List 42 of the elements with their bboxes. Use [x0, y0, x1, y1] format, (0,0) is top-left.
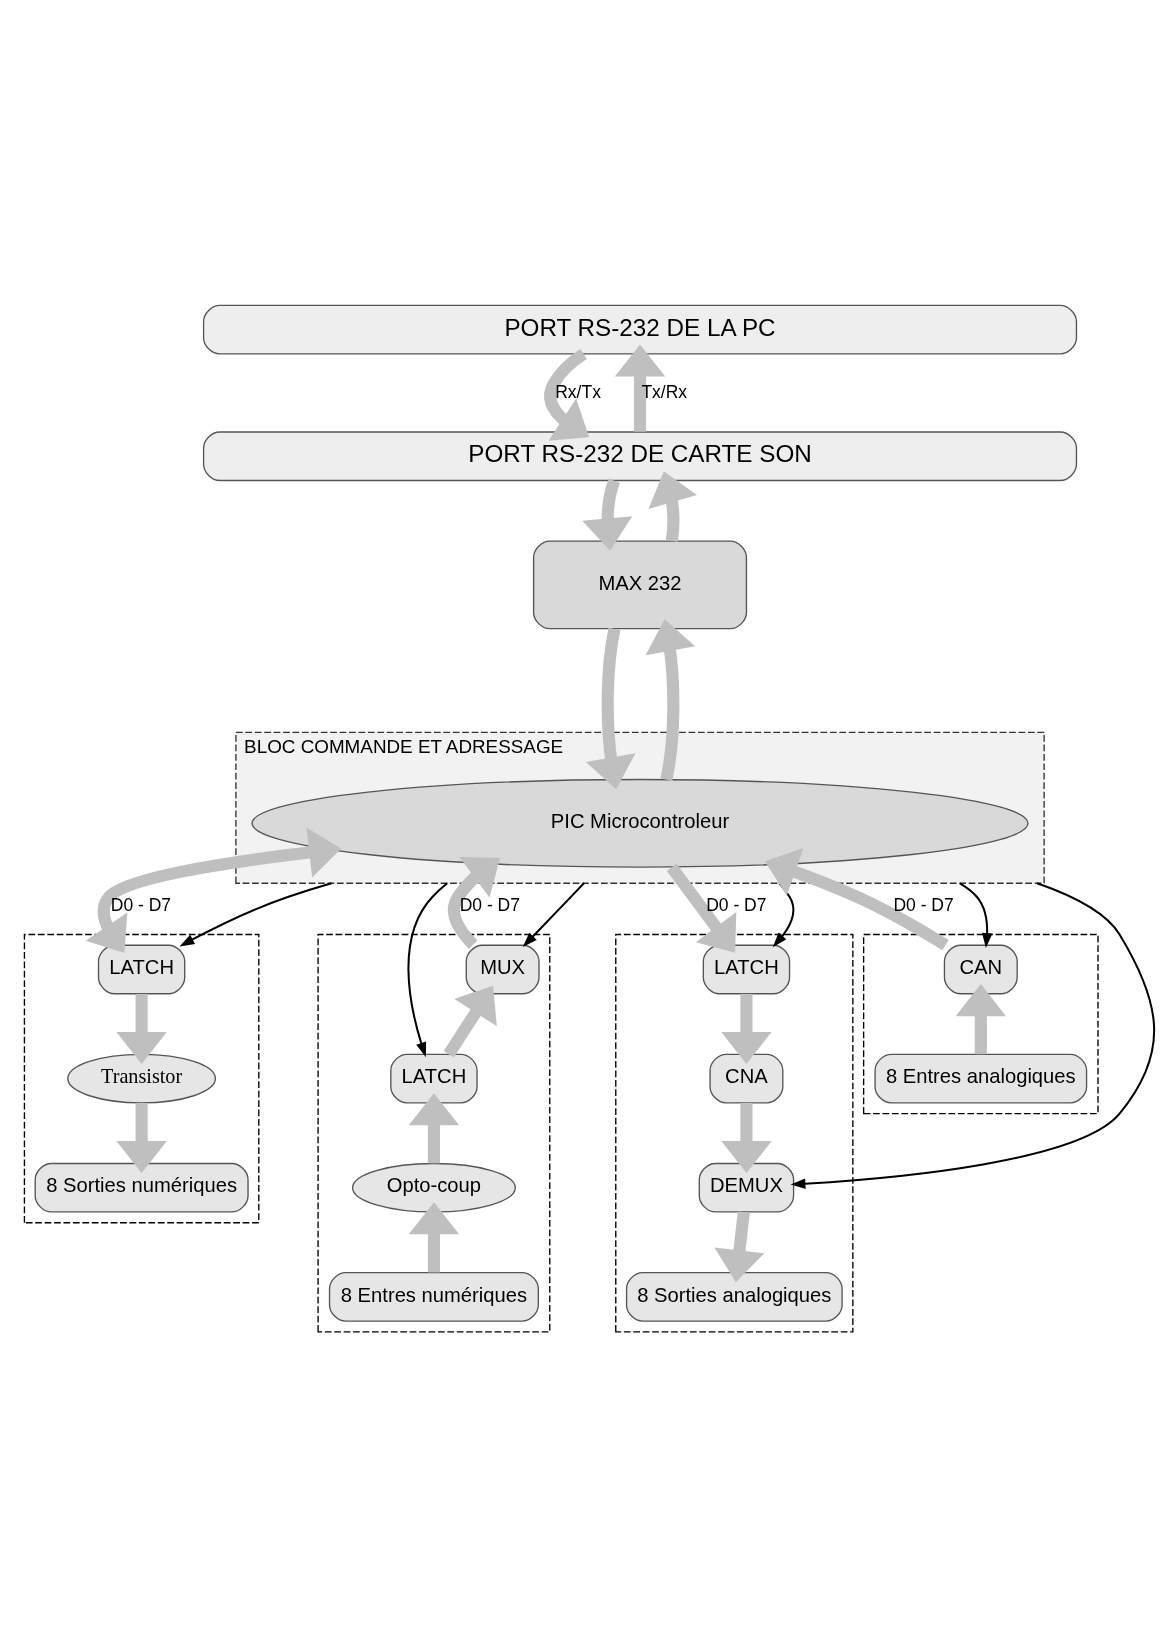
arrow [721, 993, 772, 1064]
node-box: PORT RS-232 DE CARTE SON [202, 430, 1078, 481]
arrow [714, 1210, 765, 1282]
node-box: 8 Entres analogiques [874, 1053, 1088, 1103]
arrow [443, 985, 497, 1057]
node-ellipse: Opto-coup [351, 1162, 516, 1213]
edge-label: D0 - D7 [459, 894, 520, 915]
node-box: MUX [465, 944, 540, 994]
edge-label: Rx/Tx [555, 381, 601, 402]
node-box: CNA [709, 1053, 784, 1103]
arrow [407, 882, 448, 1057]
node-box: LATCH [97, 944, 186, 994]
arrow [955, 983, 1007, 1054]
arrow [116, 993, 167, 1064]
arrow [116, 1102, 167, 1173]
node-box: PORT RS-232 DE LA PC [202, 304, 1078, 355]
node-ellipse: PIC Microcontroleur [251, 778, 1029, 868]
node-box: CAN [943, 944, 1018, 994]
arrow [790, 881, 1155, 1189]
arrow [544, 348, 590, 441]
arrow [85, 826, 342, 953]
arrow [408, 1092, 460, 1163]
arrow [522, 882, 585, 947]
arrow [408, 1201, 460, 1272]
edge-label: D0 - D7 [110, 894, 172, 915]
node-box: 8 Entres numériques [328, 1271, 539, 1322]
edge-label: Tx/Rx [641, 381, 688, 402]
arrow [959, 881, 993, 948]
arrow [614, 344, 666, 432]
node-box: 8 Sorties analogiques [625, 1271, 843, 1322]
arrow [666, 863, 737, 953]
edge-label: D0 - D7 [893, 894, 954, 915]
node-ellipse: Transistor [67, 1053, 217, 1103]
arrow [179, 881, 332, 946]
node-box: MAX 232 [532, 539, 748, 629]
node-box: LATCH [702, 944, 791, 994]
node-box: 8 Sorties numériques [34, 1162, 249, 1213]
edge-label: D0 - D7 [706, 894, 767, 915]
arrow [772, 882, 795, 947]
arrow [721, 1102, 772, 1173]
node-box: LATCH [390, 1053, 478, 1103]
node-box: DEMUX [698, 1162, 795, 1213]
